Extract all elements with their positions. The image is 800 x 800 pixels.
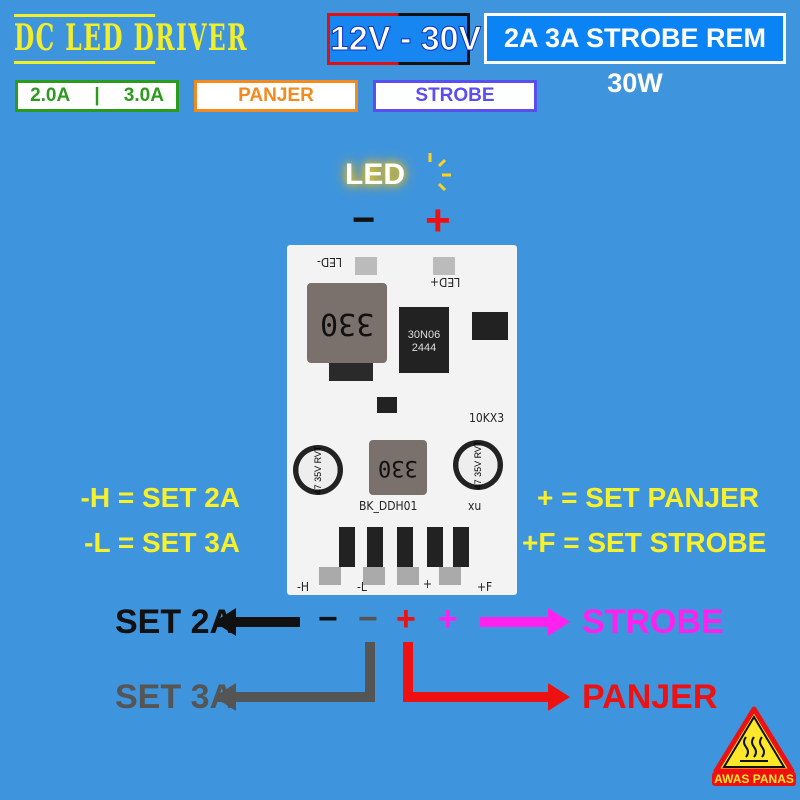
diode-1	[339, 527, 355, 567]
label-strobe: STROBE	[582, 603, 724, 641]
mosfet-code: 2444	[411, 342, 437, 354]
diode-2	[367, 527, 383, 567]
pad-f	[439, 567, 461, 585]
spec-badge: 2A 3A STROBE REM 30W	[484, 13, 786, 98]
voltage-badge-frame: 12V - 30V	[327, 13, 482, 65]
led-plus: +	[425, 196, 451, 245]
wiring-arrows	[214, 608, 570, 711]
legend-f: +F = SET STROBE	[522, 527, 767, 558]
silk-led-plus: LED+	[430, 275, 461, 289]
small-ic	[377, 397, 397, 413]
panjer-tag: PANJER	[194, 80, 358, 112]
led-label: LED	[345, 158, 405, 191]
pad-plus	[397, 567, 419, 585]
capacitor-left: 47 35V RVT	[293, 445, 343, 495]
pin-h: −	[318, 600, 338, 638]
diode	[329, 363, 373, 381]
voltage-badge: 12V - 30V	[330, 16, 482, 62]
strobe-tag: STROBE	[373, 80, 537, 112]
board-name: BK_DDH01	[359, 499, 418, 513]
silk-10kx3: 10KX3	[469, 411, 505, 425]
led-icon: LED	[345, 150, 455, 200]
diode-3	[397, 527, 413, 567]
arrow-set3a	[214, 642, 375, 711]
diode-5	[453, 527, 469, 567]
current-3a: 3.0A	[123, 85, 164, 106]
label-set3a: SET 3A	[115, 678, 235, 716]
pad-led-plus	[433, 257, 455, 275]
product-title: DC LED DRIVER	[14, 14, 246, 64]
arrow-strobe	[480, 608, 570, 636]
hot-surface-warning-icon	[713, 706, 795, 774]
bulb-rays-icon	[428, 153, 451, 192]
silk-h: -H	[297, 580, 310, 594]
legend-h: -H = SET 2A	[80, 482, 240, 513]
silk-f: +F	[477, 580, 493, 594]
silk-l: -L	[357, 580, 367, 594]
legend-l: -L = SET 3A	[84, 527, 240, 558]
arrow-set2a	[214, 608, 300, 636]
warning-label: AWAS PANAS	[712, 772, 796, 786]
inductor-top: 330	[307, 283, 387, 363]
current-tag: 2.0A | 3.0A	[15, 80, 179, 112]
pad-led-minus	[355, 257, 377, 275]
capacitor-right: 47 35V RVT	[453, 440, 503, 490]
inductor-mid: 330	[369, 440, 427, 495]
legend-plus: + = SET PANJER	[537, 482, 760, 513]
label-panjer: PANJER	[582, 678, 718, 716]
pin-plus: +	[396, 600, 416, 638]
label-set2a: SET 2A	[115, 603, 235, 641]
silk-led-minus: LED-	[317, 255, 343, 269]
arrow-panjer	[403, 642, 570, 711]
pin-f: +	[438, 600, 458, 638]
inductor-top-label: 330	[319, 306, 375, 341]
current-2a: 2.0A	[30, 85, 71, 106]
pad-h	[319, 567, 341, 585]
diode-4	[427, 527, 443, 567]
mosfet-label: 30N06	[407, 329, 441, 341]
separator: |	[94, 85, 100, 106]
pin-l: −	[358, 600, 378, 638]
inductor-mid-label: 330	[378, 455, 418, 480]
silk-plus: +	[423, 577, 433, 591]
silk-nx: nx	[468, 500, 482, 514]
pad-l	[363, 567, 385, 585]
ic-chip	[472, 312, 508, 340]
led-minus: −	[352, 198, 376, 242]
